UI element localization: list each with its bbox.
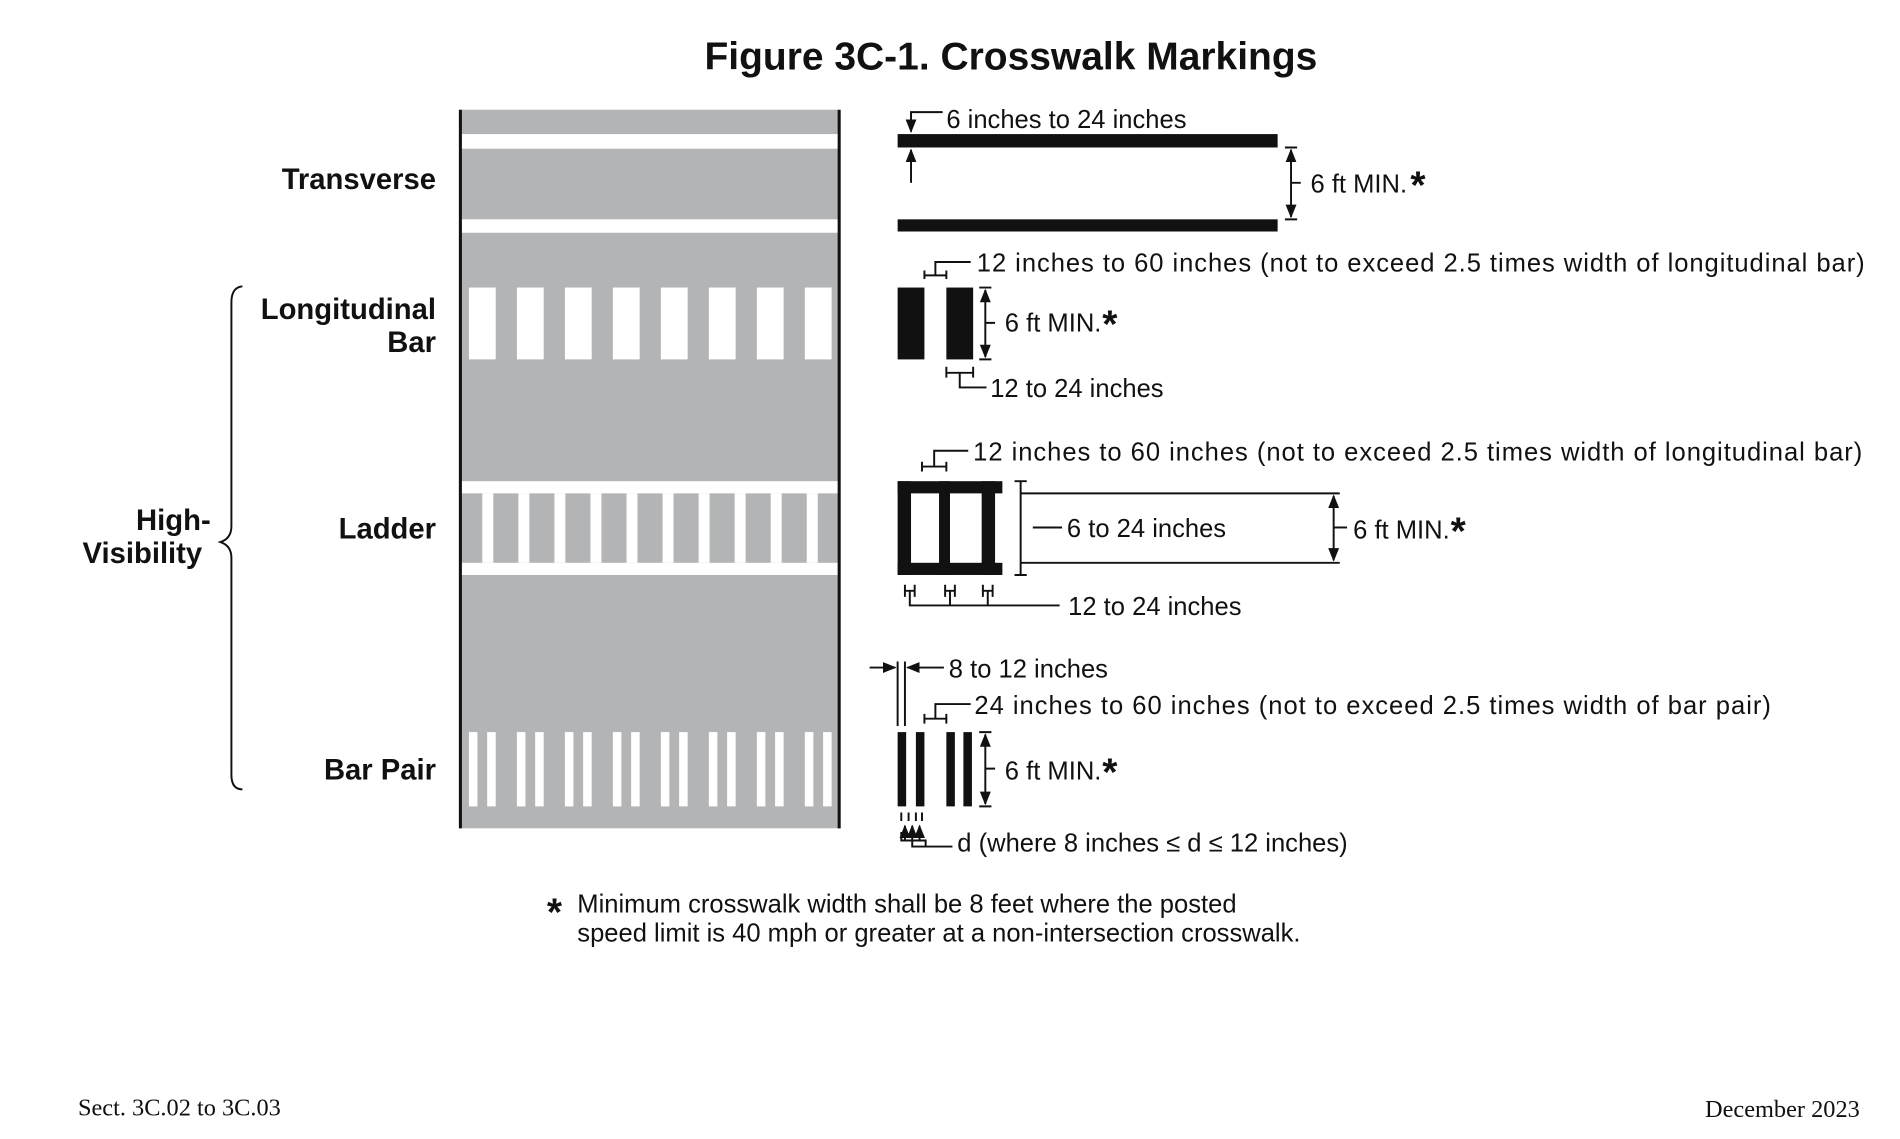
bar-pair-bar — [963, 732, 972, 807]
label-longitudinal-bar: Bar — [387, 327, 436, 359]
bar-width-brackets — [903, 584, 1060, 607]
longitudinal-bar-width-label: 12 to 24 inches — [990, 375, 1163, 403]
spacing-bracket — [923, 703, 971, 724]
transverse-line-top — [460, 134, 840, 149]
gap-bracket — [900, 831, 953, 848]
footnote-asterisk: * — [547, 892, 563, 935]
bar-pair-gap-label: d (where 8 inches ≤ d ≤ 12 inches) — [957, 829, 1347, 857]
road-ladder-bar — [698, 493, 710, 563]
dimension-arrow — [905, 111, 943, 134]
high-visibility-brace — [217, 285, 243, 791]
road-bar-pair-bar — [535, 732, 544, 807]
label-longitudinal: Longitudinal — [261, 294, 436, 326]
dimension-ticks — [979, 731, 996, 808]
road-ladder-bar — [554, 493, 566, 563]
footer-date: December 2023 — [1705, 1096, 1860, 1123]
longitudinal-width-label: 6 ft MIN. — [1005, 309, 1102, 337]
road-bar-pair-bar — [583, 732, 592, 807]
road-ladder-bar — [734, 493, 746, 563]
road-longitudinal-bar — [804, 287, 832, 360]
road-surface — [460, 109, 840, 829]
bar-pair-bar — [897, 732, 907, 807]
dimension-ticks — [979, 286, 996, 361]
road-bar-pair-bar — [660, 732, 670, 807]
ladder-bar-width-label: 12 to 24 inches — [1068, 593, 1241, 621]
longitudinal-bar — [897, 287, 925, 360]
ladder-bar — [939, 481, 950, 575]
road-longitudinal-bar — [612, 287, 640, 360]
road-longitudinal-bar — [756, 287, 784, 360]
footer-section: Sect. 3C.02 to 3C.03 — [78, 1095, 281, 1122]
gap-ticks — [900, 812, 923, 822]
transverse-line-bottom — [460, 219, 840, 233]
transverse-bar-top — [897, 134, 1278, 148]
ladder-line-width-label: 6 to 24 inches — [1067, 515, 1226, 543]
road-ladder-bar — [662, 493, 674, 563]
road-longitudinal-bar — [516, 287, 544, 360]
transverse-width-label: 6 ft MIN. — [1311, 171, 1408, 199]
transverse-diagram: 6 inches to 24 inches 6 ft MIN. * — [897, 106, 1426, 232]
ladder-width-label: 6 ft MIN. — [1353, 516, 1450, 544]
bar-pair-diagram: 8 to 12 inches 24 inches to 60 inches (n… — [869, 655, 1771, 857]
spacing-bracket — [921, 449, 969, 472]
ladder-diagram: 12 inches to 60 inches (not to exceed 2.… — [897, 438, 1862, 621]
road-bar-pair-bar — [516, 732, 526, 807]
ladder-bar — [897, 481, 912, 575]
label-transverse: Transverse — [282, 164, 436, 196]
bar-pair-bar — [915, 732, 925, 807]
road-ladder-bar — [770, 493, 782, 563]
figure-title: Figure 3C-1. Crosswalk Markings — [704, 36, 1317, 79]
footnote-line-1: Minimum crosswalk width shall be 8 feet … — [577, 890, 1236, 918]
longitudinal-diagram: 12 inches to 60 inches (not to exceed 2.… — [897, 250, 1865, 403]
bar-pair-width-label: 6 ft MIN. — [1005, 758, 1102, 786]
road-bar-pair-bar — [708, 732, 718, 807]
road-bar-pair-bar — [612, 732, 622, 807]
transverse-line-width-label: 6 inches to 24 inches — [946, 106, 1186, 134]
ladder-line-top — [460, 481, 840, 494]
ladder-spacing-label: 12 inches to 60 inches (not to exceed 2.… — [973, 438, 1862, 466]
footnote-line-2: speed limit is 40 mph or greater at a no… — [577, 920, 1300, 948]
dimension-ticks — [1284, 146, 1301, 221]
road-ladder-bar — [518, 493, 530, 563]
road-bar-pair-bar — [564, 732, 574, 807]
road-illustration — [458, 109, 841, 829]
road-bar-pair-bar — [756, 732, 766, 807]
asterisk: * — [1102, 303, 1118, 346]
road-longitudinal-bar — [468, 287, 496, 360]
bar-pair-spacing-label: 24 inches to 60 inches (not to exceed 2.… — [974, 692, 1771, 720]
label-bar-pair: Bar Pair — [324, 755, 436, 787]
road-bar-pair-bar — [487, 732, 496, 807]
road-ladder-bar — [482, 493, 494, 563]
road-ladder-bar — [626, 493, 638, 563]
asterisk: * — [1451, 511, 1467, 554]
bar-pair-bar — [946, 732, 955, 807]
bar-pair-bar-width-label: 8 to 12 inches — [949, 655, 1108, 683]
extension-lines — [896, 661, 906, 727]
road-longitudinal-bar — [660, 287, 688, 360]
transverse-bar-bottom — [897, 219, 1278, 232]
road-bar-pair-bar — [631, 732, 640, 807]
road-bar-pair-bar — [468, 732, 478, 807]
road-bar-pair-bar — [679, 732, 688, 807]
road-bar-pair-bar — [823, 732, 832, 807]
label-visibility: Visibility — [83, 538, 203, 570]
longitudinal-bar — [946, 287, 974, 360]
asterisk: * — [1410, 165, 1426, 208]
road-bar-pair-bar — [775, 732, 784, 807]
label-ladder: Ladder — [339, 513, 436, 545]
asterisk: * — [1102, 752, 1118, 795]
road-longitudinal-bar — [564, 287, 592, 360]
ladder-bar — [981, 481, 996, 575]
road-ladder-bar — [590, 493, 602, 563]
road-longitudinal-bar — [708, 287, 736, 360]
spacing-bracket — [923, 260, 971, 280]
line-width-bracket — [1014, 480, 1340, 576]
ladder-line-bottom — [460, 562, 840, 575]
longitudinal-spacing-label: 12 inches to 60 inches (not to exceed 2.… — [977, 250, 1865, 278]
road-bar-pair-bar — [727, 732, 736, 807]
road-bar-pair-bar — [804, 732, 814, 807]
label-high: High- — [136, 505, 211, 537]
road-ladder-bar — [806, 493, 818, 563]
bar-width-bracket — [945, 366, 987, 389]
